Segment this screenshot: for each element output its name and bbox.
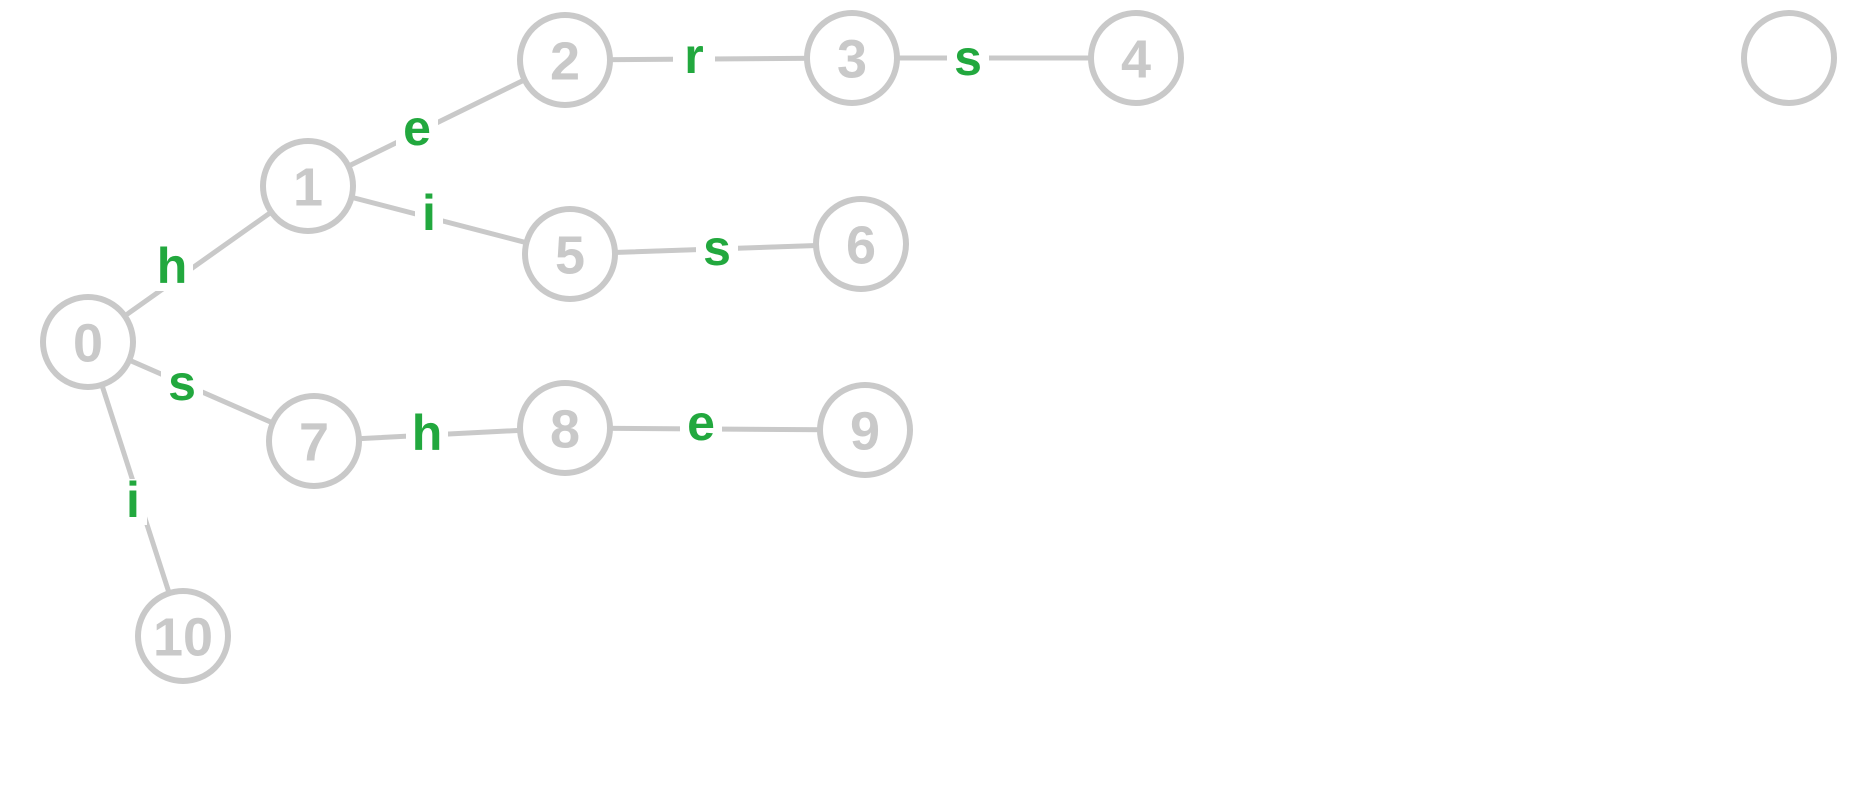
- graph-node-label-7: 7: [299, 412, 329, 472]
- graph-node-label-4: 4: [1121, 29, 1151, 89]
- graph-node-8: [517, 380, 613, 476]
- edge-label-bg-7-8: [406, 412, 448, 458]
- edge-label-bg-3-4: [947, 37, 989, 83]
- edge-label-bg-5-6: [696, 227, 738, 273]
- edge-label-bg-1-2: [396, 107, 438, 153]
- edge-label-bg-1-5: [415, 192, 443, 238]
- edge-label-5-6: s: [703, 220, 731, 276]
- edge-label-3-4: s: [954, 30, 982, 86]
- edge-label-2-3: r: [684, 28, 703, 84]
- graph-node-label-6: 6: [846, 215, 876, 275]
- graph-node-label-5: 5: [555, 225, 585, 285]
- graph-node-9: [817, 382, 913, 478]
- edge-label-8-9: e: [687, 395, 715, 451]
- edge-label-bg-2-3: [673, 35, 715, 81]
- nodes-layer: 0 1 2 3 4 5 6 7 8 9 10: [40, 10, 1837, 684]
- edge-label-1-5: i: [422, 185, 436, 241]
- graph-node-label-2: 2: [550, 31, 580, 91]
- edge-label-0-7: s: [168, 355, 196, 411]
- graph-node-label-10: 10: [153, 607, 213, 667]
- edge-label-0-1: h: [157, 238, 188, 294]
- edge-label-1-2: e: [403, 100, 431, 156]
- edge-label-bg-8-9: [680, 402, 722, 448]
- edge-label-bg-0-10: [119, 479, 147, 525]
- graph-node-0: [40, 294, 136, 390]
- graph-node-1: [260, 138, 356, 234]
- graph-node-4: [1088, 10, 1184, 106]
- graph-node-label-9: 9: [850, 401, 880, 461]
- graph-node-5: [522, 206, 618, 302]
- edges-layer: [85, 55, 1139, 639]
- graph-node-2: [517, 12, 613, 108]
- graph-node-label-3: 3: [837, 29, 867, 89]
- graph-node-label-0: 0: [73, 313, 103, 373]
- graph-node-10: [135, 588, 231, 684]
- edge-label-bg-0-7: [161, 362, 203, 408]
- graph-node-empty: [1741, 10, 1837, 106]
- edge-label-7-8: h: [412, 405, 443, 461]
- graph-node-label-1: 1: [293, 157, 323, 217]
- graph-node-6: [813, 196, 909, 292]
- edge-label-bg-0-1: [151, 245, 193, 291]
- graph-node-3: [804, 10, 900, 106]
- graph-node-7: [266, 393, 362, 489]
- graph-node-label-8: 8: [550, 399, 580, 459]
- edge-label-0-10: i: [126, 472, 140, 528]
